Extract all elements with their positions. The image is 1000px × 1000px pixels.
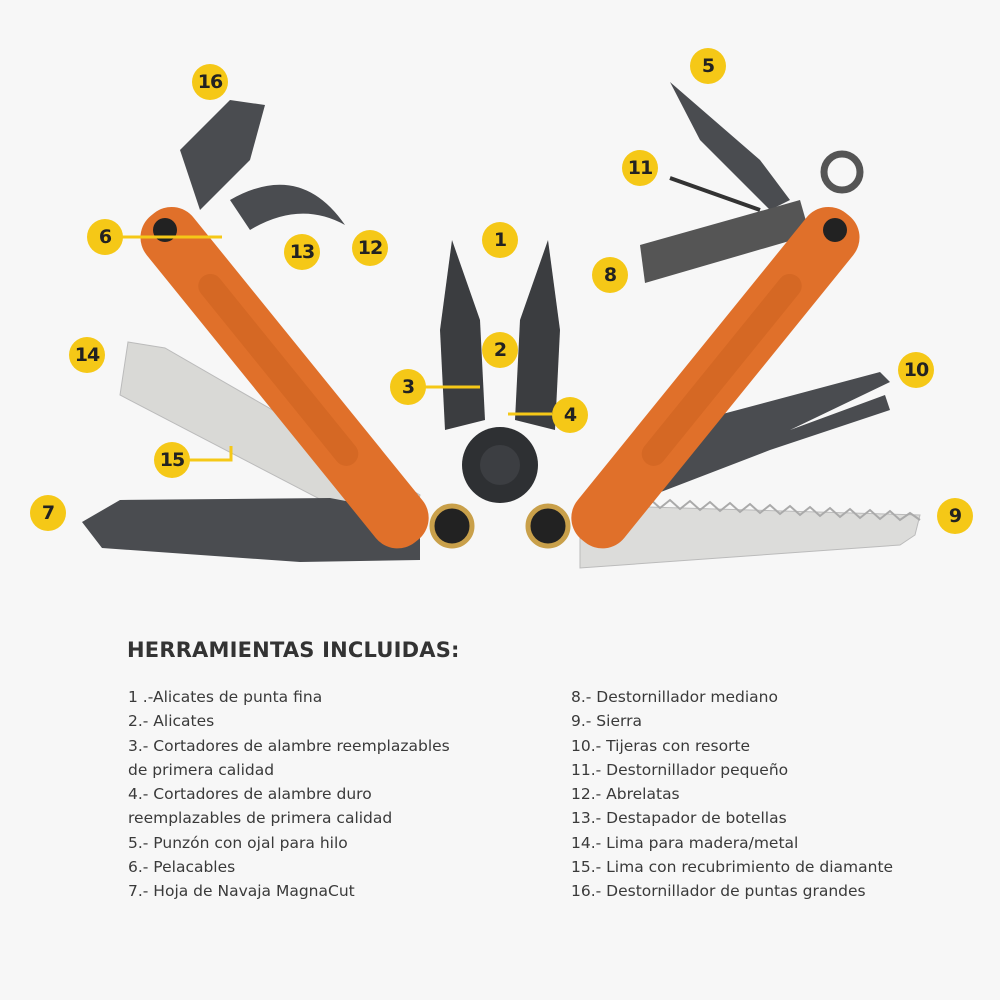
pivot-cap [480,445,520,485]
callout-badge-7: 7 [30,495,66,531]
list-item: reemplazables de primera calidad [128,809,393,828]
callout-badge-1: 1 [482,222,518,258]
callout-badge-13: 13 [284,234,320,270]
list-item: 15.- Lima con recubrimiento de diamante [571,858,894,877]
list-item: 7.- Hoja de Navaja MagnaCut [128,882,355,901]
callout-badge-14: 14 [69,337,105,373]
tools-list-left: 1 .-Alicates de punta fina 2.- Alicates … [128,685,450,904]
list-item: 5.- Punzón con ojal para hilo [128,833,348,852]
can-opener [230,184,345,230]
left-handle [140,206,429,549]
list-item: 14.- Lima para madera/metal [571,833,799,852]
left-pivot [429,503,475,549]
callout-badge-6: 6 [87,219,123,255]
right-handle [571,206,860,549]
scissors [620,372,890,500]
plier-jaw-right [515,240,560,430]
list-item: de primera calidad [128,760,275,779]
small-screwdriver [669,176,761,212]
medium-screwdriver [640,200,810,283]
list-item: 8.- Destornillador mediano [571,688,778,706]
saw-blade [579,504,921,569]
list-item: 6.- Pelacables [128,858,236,877]
lanyard-ring [820,150,864,194]
callout-badge-10: 10 [898,352,934,388]
list-item: 16.- Destornillador de puntas grandes [571,882,866,901]
callout-badge-3: 3 [390,369,426,405]
tools-list-right: 8.- Destornillador mediano 9.- Sierra 10… [571,685,893,904]
awl [670,82,790,210]
list-item: 2.- Alicates [128,712,215,731]
callout-badge-11: 11 [622,150,658,186]
plier-jaw-left [440,240,485,430]
list-item: 13.- Destapador de botellas [571,809,787,828]
list-item: 10.- Tijeras con resorte [571,736,751,755]
tools-heading: HERRAMIENTAS INCLUIDAS: [127,638,460,662]
list-item: 11.- Destornillador pequeño [571,760,789,779]
callout-badge-4: 4 [552,397,588,433]
callout-badge-8: 8 [592,257,628,293]
multitool-illustration [82,82,921,569]
callout-badge-5: 5 [690,48,726,84]
callout-badge-15: 15 [154,442,190,478]
list-item: 1 .-Alicates de punta fina [128,688,323,706]
right-pivot [525,503,571,549]
callout-badge-9: 9 [937,498,973,534]
list-item: 12.- Abrelatas [571,785,680,804]
list-item: 9.- Sierra [571,712,642,731]
list-item: 3.- Cortadores de alambre reemplazables [128,736,450,755]
knife-blade [82,498,420,562]
bit-driver [180,100,265,210]
callout-badge-2: 2 [482,332,518,368]
leader-lines [120,235,552,462]
callout-badge-16: 16 [192,64,228,100]
callout-badge-12: 12 [352,230,388,266]
right-screw [823,218,847,242]
list-item: 4.- Cortadores de alambre duro [128,785,372,804]
